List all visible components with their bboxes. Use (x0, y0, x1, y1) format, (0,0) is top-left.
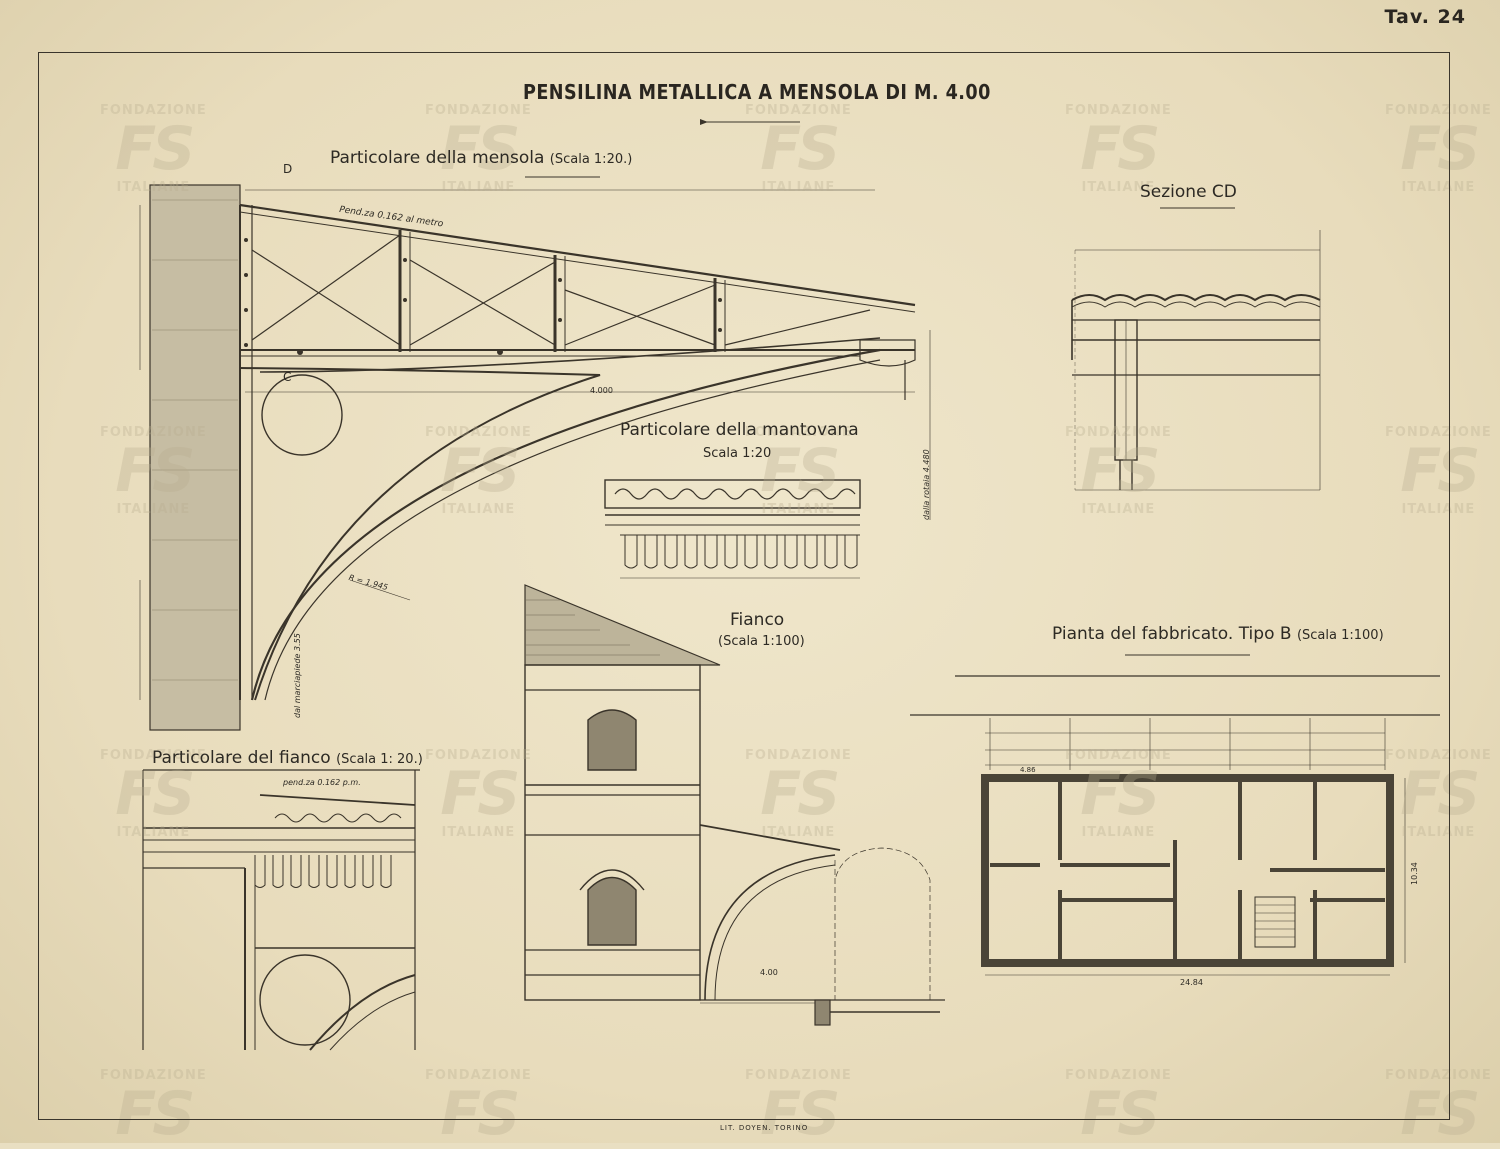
drawing-title: PENSILINA METALLICA A MENSOLA DI M. 4.00 (523, 80, 991, 104)
curved-strut (250, 348, 881, 701)
fianco-wall (524, 664, 701, 1001)
roof-line (239, 203, 916, 307)
drawing-border (38, 52, 1450, 1120)
bracket-circle (261, 374, 343, 456)
plan-bay-dimension: 4.86 (1020, 766, 1036, 774)
wall-hatching (152, 199, 238, 681)
train-gauge (834, 847, 931, 1000)
span-dimension: 4.000 (590, 386, 613, 395)
section-marker-d: D (283, 162, 293, 176)
platform-note: dal marciapiede 3.55 (293, 633, 302, 718)
plate-number: Tav. 24 (1384, 6, 1466, 28)
side-slope-note: pend.za 0.162 p.m. (283, 778, 361, 787)
plan-width-dimension: 24.84 (1180, 978, 1203, 987)
section-marker-c: C (283, 370, 292, 384)
mantovana-label: Particolare della mantovana (620, 420, 859, 440)
sezione-label: Sezione CD (1140, 182, 1237, 202)
mantovana-frieze (604, 479, 861, 509)
pianta-label: Pianta del fabbricato. Tipo B (Scala 1:1… (1052, 624, 1384, 644)
upper-window (587, 709, 637, 771)
printer-credit: LIT. DOYEN. TORINO (720, 1124, 809, 1132)
mensola-label: Particolare della mensola (Scala 1:20.) (330, 148, 633, 168)
rail-height-note: dalla rotaia 4.480 (922, 449, 931, 520)
plan-interior-walls (990, 780, 1385, 960)
plan-depth-dimension: 10.34 (1410, 862, 1419, 885)
fianco-detail-label: Particolare del fianco (Scala 1: 20.) (152, 748, 423, 768)
fianco-scale: (Scala 1:100) (718, 634, 805, 649)
section-tiles (1071, 294, 1321, 302)
fianco-dentils (254, 855, 392, 888)
fianco-label: Fianco (730, 610, 785, 630)
fianco-width-dimension: 4.00 (760, 968, 778, 977)
building-plan (981, 774, 1394, 967)
wall-section (149, 184, 241, 731)
mantovana-dentils (624, 535, 858, 569)
lower-window (587, 876, 637, 946)
mantovana-scale: Scala 1:20 (703, 446, 772, 461)
rivets (244, 238, 722, 355)
